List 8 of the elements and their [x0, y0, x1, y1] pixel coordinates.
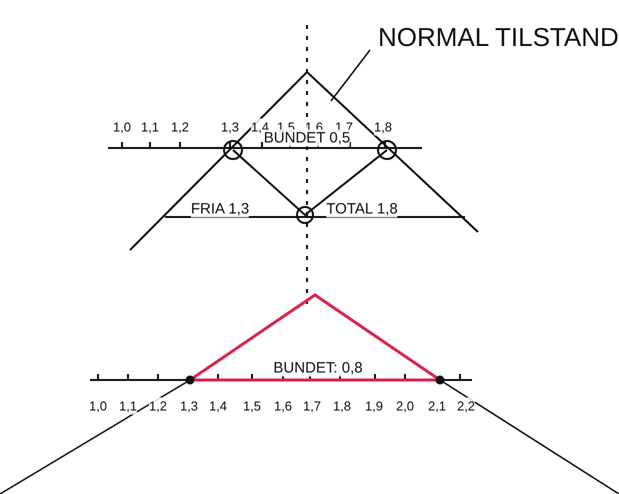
leader-line	[330, 50, 371, 102]
value-label: FRIA 1,3	[190, 200, 250, 218]
value-label: TOTAL 1,8	[326, 200, 398, 218]
tick-label: 1,2	[148, 398, 168, 414]
value-label: BUNDET: 0,8	[273, 360, 363, 376]
handwritten-heading: NORMAL TILSTAND	[378, 22, 619, 52]
triangle-outline	[129, 70, 479, 251]
tick-label: 2,2	[456, 398, 476, 414]
